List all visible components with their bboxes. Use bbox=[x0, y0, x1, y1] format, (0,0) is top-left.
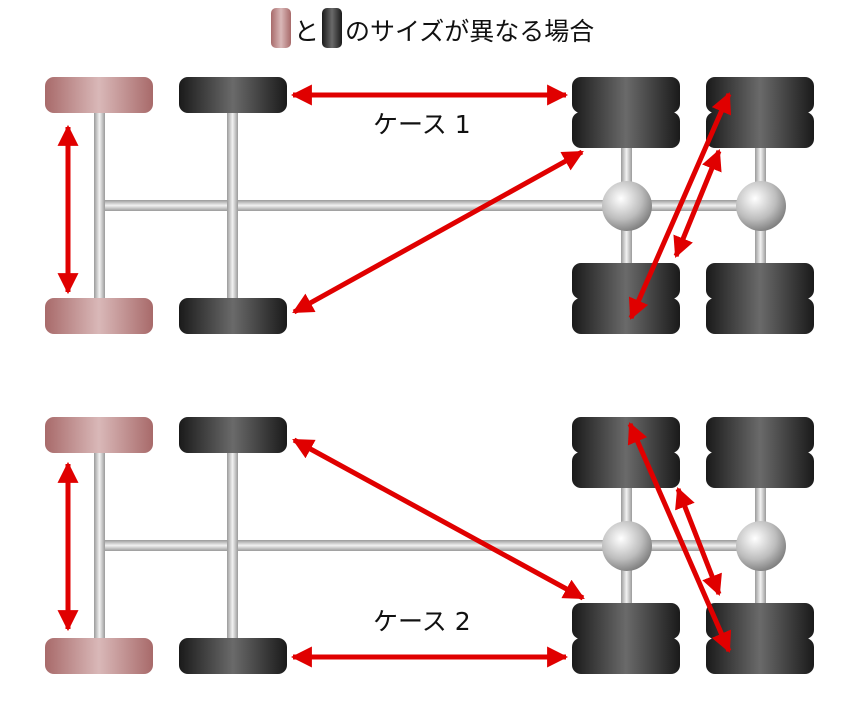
main-frame bbox=[103, 540, 768, 551]
dual-tire bbox=[706, 452, 814, 488]
dual-tire bbox=[572, 112, 680, 148]
front-axle-1 bbox=[94, 438, 105, 643]
case-label: ケース 2 bbox=[373, 607, 471, 636]
rear-tire-legend-swatch bbox=[322, 8, 342, 48]
front-tire bbox=[45, 638, 153, 674]
case-2-diagram: ケース 2 bbox=[45, 417, 814, 674]
rear-tire bbox=[179, 298, 287, 334]
title-row: と のサイズが異なる場合 bbox=[271, 8, 594, 48]
rear-tire bbox=[179, 417, 287, 453]
rotation-arrows bbox=[57, 84, 732, 320]
dual-tire bbox=[572, 77, 680, 113]
dual-tire bbox=[572, 263, 680, 299]
front-tire bbox=[45, 417, 153, 453]
front-tire bbox=[45, 77, 153, 113]
title-connector: と bbox=[294, 17, 319, 46]
dual-tire bbox=[706, 638, 814, 674]
dual-tire bbox=[572, 298, 680, 334]
dual-tire bbox=[572, 452, 680, 488]
dual-tire bbox=[706, 417, 814, 453]
front-axle-2 bbox=[227, 98, 238, 303]
dual-tire bbox=[706, 298, 814, 334]
differential-hub bbox=[602, 181, 652, 231]
rotation-arrow bbox=[675, 487, 722, 596]
rear-tire bbox=[179, 77, 287, 113]
rotation-arrow bbox=[292, 149, 584, 315]
dual-tire bbox=[706, 603, 814, 639]
dual-tire bbox=[572, 603, 680, 639]
differential-hub bbox=[736, 181, 786, 231]
rear-tire bbox=[179, 638, 287, 674]
title-text: のサイズが異なる場合 bbox=[345, 17, 594, 46]
front-tire bbox=[45, 298, 153, 334]
dual-tire bbox=[572, 417, 680, 453]
differential-hub bbox=[602, 521, 652, 571]
dual-tire bbox=[572, 638, 680, 674]
front-axle-2 bbox=[227, 438, 238, 643]
rotation-arrows bbox=[57, 422, 732, 668]
case-1-diagram: ケース 1 bbox=[45, 77, 814, 334]
dual-tire bbox=[706, 77, 814, 113]
rotation-arrow bbox=[292, 437, 585, 601]
rotation-arrow bbox=[673, 149, 722, 258]
differential-hub bbox=[736, 521, 786, 571]
dual-tire bbox=[706, 112, 814, 148]
front-axle-1 bbox=[94, 98, 105, 303]
dual-tire bbox=[706, 263, 814, 299]
case-label: ケース 1 bbox=[373, 110, 471, 139]
main-frame bbox=[103, 200, 768, 211]
front-tire-legend-swatch bbox=[271, 8, 291, 48]
